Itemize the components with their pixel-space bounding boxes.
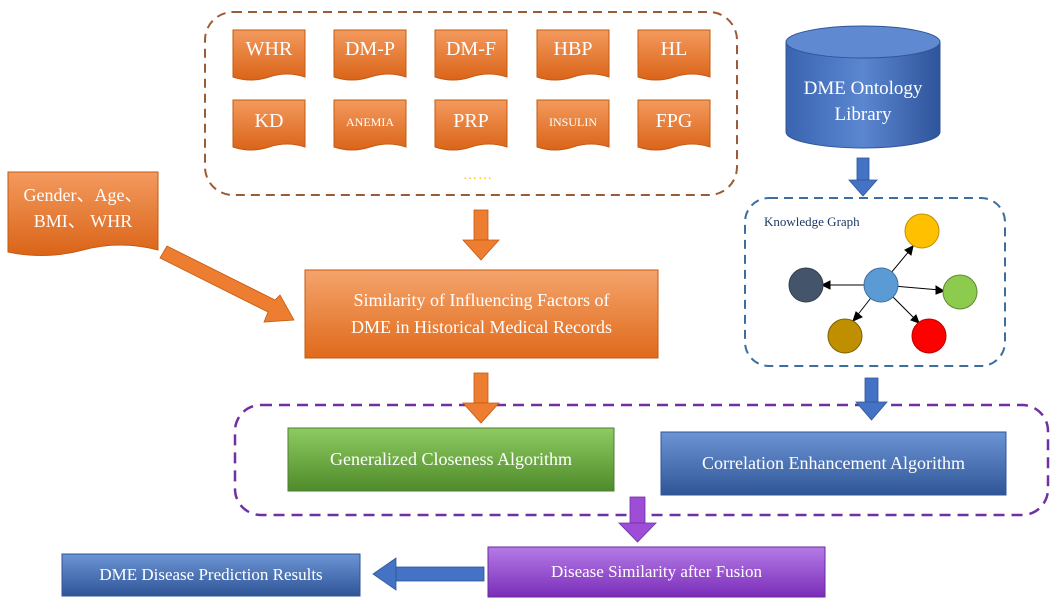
factor-doc-anemia <box>333 99 407 151</box>
demographics-line2: BMI、 WHR <box>33 211 133 231</box>
arrow-graph-to-correlation <box>855 377 888 421</box>
knowledge-graph <box>788 213 978 354</box>
factor-docs-row1 <box>232 29 711 81</box>
demographics-doc <box>7 171 159 257</box>
fusion-box <box>487 546 826 598</box>
factor-doc-dmp <box>333 29 407 81</box>
graph-node-gold <box>827 318 863 354</box>
graph-node-dark <box>788 267 824 303</box>
correlation-enhancement-box <box>660 431 1007 496</box>
factor-doc-insulin <box>536 99 610 151</box>
ontology-label: DME Ontology Library <box>786 76 940 128</box>
factor-doc-dmf <box>434 29 508 81</box>
demographics-label: Gender、Age、 BMI、 WHR <box>10 182 156 234</box>
arrow-algorithms-to-fusion <box>618 496 657 543</box>
factor-doc-prp <box>434 99 508 151</box>
factor-doc-kd <box>232 99 306 151</box>
factor-docs-row2 <box>232 99 711 151</box>
arrow-fusion-to-prediction <box>372 557 485 591</box>
ontology-line1: DME Ontology <box>803 78 923 99</box>
factor-doc-whr <box>232 29 306 81</box>
prediction-box <box>61 553 361 597</box>
ontology-line2: Library <box>834 104 892 125</box>
generalized-closeness-box <box>287 427 615 492</box>
knowledge-graph-label: Knowledge Graph <box>764 214 860 229</box>
factor-doc-fpg <box>637 99 711 151</box>
factor-doc-hbp <box>536 29 610 81</box>
ontology-cylinder <box>785 25 941 149</box>
arrow-ontology-to-graph <box>848 157 878 197</box>
demographics-line1: Gender、Age、 <box>23 185 143 205</box>
arrow-factors-to-similarity <box>462 209 500 261</box>
similarity-box <box>304 269 659 359</box>
arrow-demographics-to-similarity <box>159 245 295 323</box>
knowledge-graph-container <box>744 197 1006 367</box>
graph-node-green <box>942 274 978 310</box>
graph-node-red <box>911 318 947 354</box>
graph-node-yellow <box>904 213 940 249</box>
factor-doc-hl <box>637 29 711 81</box>
arrow-similarity-to-closeness <box>462 372 500 424</box>
factors-ellipsis: …… <box>463 168 493 183</box>
graph-node-center <box>863 267 899 303</box>
